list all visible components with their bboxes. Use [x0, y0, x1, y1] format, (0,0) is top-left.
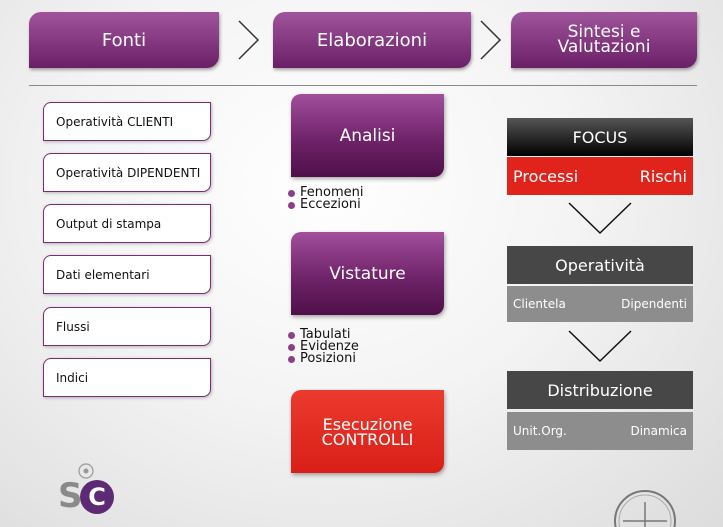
funnel-down-icon: [568, 202, 632, 235]
logo: S C: [56, 462, 122, 522]
vistature-box[interactable]: Vistature: [291, 232, 444, 315]
tab-fonti[interactable]: Fonti: [29, 12, 219, 68]
tab-sintesi-line2: Valutazioni: [557, 37, 651, 57]
bullet-item: Eccezioni: [286, 198, 363, 211]
clientela-label: Clientela: [513, 297, 566, 311]
analisi-bullets: Fenomeni Eccezioni: [286, 186, 363, 211]
unitorg-dinamica-bar: Unit.Org. Dinamica: [507, 412, 693, 450]
esecuzione-line1: Esecuzione: [322, 414, 413, 434]
source-label: Output di stampa: [56, 216, 162, 231]
tab-sintesi-valutazioni[interactable]: Sintesi e Valutazioni: [511, 12, 697, 68]
processi-rischi-bar: Processi Rischi: [507, 157, 693, 195]
source-flussi[interactable]: Flussi: [43, 307, 211, 346]
tab-sintesi-line1: Sintesi e: [567, 22, 641, 42]
source-label: Indici: [56, 370, 89, 385]
analisi-label: Analisi: [339, 125, 396, 146]
esecuzione-line2: CONTROLLI: [321, 429, 414, 449]
logo-letter-s: S: [58, 476, 83, 516]
operativita-label: Operatività: [555, 255, 645, 275]
logo-c-text: C: [88, 483, 106, 511]
dipendenti-label: Dipendenti: [621, 297, 687, 311]
dinamica-label: Dinamica: [630, 424, 687, 438]
logo-letter-c: C: [80, 480, 114, 514]
bullet-item: Posizioni: [286, 352, 359, 365]
clientela-dipendenti-bar: Clientela Dipendenti: [507, 286, 693, 322]
source-indici[interactable]: Indici: [43, 358, 211, 397]
tab-elaborazioni-label: Elaborazioni: [316, 29, 428, 51]
tab-elaborazioni[interactable]: Elaborazioni: [273, 12, 471, 68]
vistature-bullets: Tabulati Evidenze Posizioni: [286, 328, 359, 365]
bullet-item: Fenomeni: [286, 186, 363, 199]
source-operativita-dipendenti[interactable]: Operatività DIPENDENTI: [43, 153, 211, 192]
source-label: Operatività CLIENTI: [56, 114, 174, 129]
funnel-down-icon: [568, 330, 632, 363]
chevron-right-icon: [480, 20, 502, 60]
chevron-right-icon: [238, 20, 260, 60]
esecuzione-controlli-box[interactable]: Esecuzione CONTROLLI: [291, 390, 444, 473]
tab-fonti-label: Fonti: [101, 29, 147, 51]
focus-box: FOCUS: [507, 118, 693, 156]
source-label: Dati elementari: [56, 267, 150, 282]
distribuzione-box: Distribuzione: [507, 371, 693, 409]
logo-badge-icon: [78, 463, 94, 479]
source-label: Operatività DIPENDENTI: [56, 165, 201, 180]
rischi-label: Rischi: [639, 166, 687, 186]
crosshair-icon[interactable]: [608, 484, 682, 527]
bullet-item: Tabulati: [286, 328, 359, 341]
analisi-box[interactable]: Analisi: [291, 94, 444, 177]
distribuzione-label: Distribuzione: [547, 380, 653, 400]
processi-label: Processi: [513, 166, 579, 186]
source-output-stampa[interactable]: Output di stampa: [43, 204, 211, 243]
source-dati-elementari[interactable]: Dati elementari: [43, 255, 211, 294]
source-label: Flussi: [56, 319, 90, 334]
source-operativita-clienti[interactable]: Operatività CLIENTI: [43, 102, 211, 141]
unit-org-label: Unit.Org.: [513, 424, 567, 438]
vistature-label: Vistature: [329, 263, 406, 284]
focus-label: FOCUS: [572, 127, 628, 147]
bullet-item: Evidenze: [286, 340, 359, 353]
operativita-box: Operatività: [507, 246, 693, 284]
header-divider: [29, 85, 697, 86]
